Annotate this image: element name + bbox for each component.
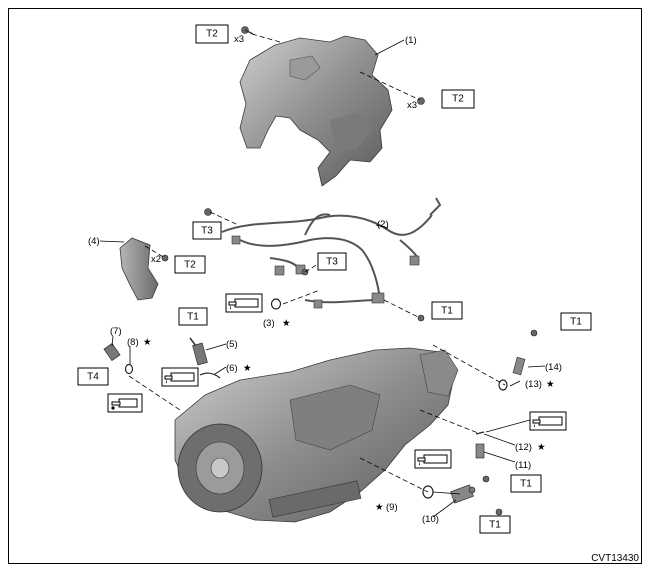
sensor-11 — [475, 443, 485, 459]
grease-gun-icon — [161, 367, 199, 387]
callout-11: (11) — [515, 460, 531, 471]
callout-10: (10) — [422, 514, 439, 525]
torque-box-t3-b: T3 — [317, 252, 347, 271]
callout-6: (6) — [226, 363, 238, 374]
grease-gun-icon — [529, 411, 567, 431]
torque-label: T2 — [184, 260, 196, 271]
torque-label: T4 — [87, 372, 99, 383]
qty-label: x3 — [407, 100, 417, 111]
callout-3: (3) — [263, 318, 275, 329]
gasket-13 — [498, 379, 508, 391]
callout-12: (12) — [515, 442, 532, 453]
torque-label: T2 — [452, 94, 464, 105]
torque-label: T1 — [520, 479, 532, 490]
wire-harness — [221, 197, 442, 304]
torque-box-t4: T4 — [77, 367, 109, 386]
callout-13-star: ★ — [546, 379, 555, 390]
torque-box-t1-harness: T1 — [431, 301, 463, 320]
heat-insulator-shield — [239, 35, 393, 187]
torque-box-t2-right: T2 — [441, 89, 475, 109]
callout-9: (9) — [386, 502, 398, 513]
torque-box-t1-bottom: T1 — [479, 515, 511, 534]
callout-6-star: ★ — [243, 363, 252, 374]
torque-box-t1-sensor5: T1 — [178, 307, 208, 326]
torque-label: T1 — [570, 317, 582, 328]
callout-4: (4) — [88, 236, 100, 247]
bolt-t2-right — [417, 97, 425, 105]
figure-code: CVT13430 — [591, 553, 639, 564]
transmission-assembly — [174, 347, 459, 523]
figure-frame — [8, 8, 642, 564]
sensor-5 — [189, 337, 208, 366]
bolt-harness-t1 — [417, 314, 425, 322]
torque-box-t2-bracket: T2 — [174, 255, 206, 274]
callout-8-star: ★ — [143, 337, 152, 348]
torque-label: T1 — [441, 306, 453, 317]
bracket — [119, 237, 159, 301]
torque-box-t3-a: T3 — [192, 221, 222, 240]
callout-5: (5) — [226, 339, 238, 350]
sensor-14 — [512, 356, 526, 376]
o-ring-12 — [475, 431, 485, 435]
torque-label: T1 — [489, 520, 501, 531]
grease-gun-icon — [414, 449, 452, 469]
bolt-t1-bottom — [495, 508, 503, 516]
torque-label: T3 — [201, 226, 213, 237]
gasket-8 — [124, 363, 134, 375]
qty-label: x3 — [234, 34, 244, 45]
harness-connectors — [231, 235, 420, 309]
grease-gun-icon — [225, 293, 263, 313]
torque-box-t1-lower: T1 — [510, 474, 542, 493]
callout-3-star: ★ — [282, 318, 291, 329]
bolt-t1-right — [530, 329, 538, 337]
callout-9-star: ★ — [375, 502, 384, 513]
bolt-t2-top — [241, 26, 254, 35]
o-ring-6 — [199, 372, 221, 379]
bolt-t2-bracket — [161, 254, 169, 262]
torque-box-t1-right: T1 — [560, 312, 592, 331]
qty-label: x2 — [151, 254, 161, 265]
callout-2: (2) — [377, 219, 389, 230]
callout-13: (13) — [525, 379, 542, 390]
torque-box-t2-top: T2 — [195, 24, 229, 44]
torque-label: T2 — [206, 29, 218, 40]
torque-label: T3 — [326, 257, 338, 268]
leader-lines — [99, 33, 546, 518]
torque-label: T1 — [187, 312, 199, 323]
bolt-t1-lower — [482, 475, 490, 483]
callout-1: (1) — [405, 35, 417, 46]
sensor-10 — [450, 484, 476, 504]
gasket-3 — [270, 298, 282, 310]
plug-7 — [103, 342, 121, 362]
callout-8: (8) — [127, 337, 139, 348]
callout-14: (14) — [545, 362, 562, 373]
bolt-t3-a — [204, 208, 212, 216]
callout-12-star: ★ — [537, 442, 546, 453]
oil-can-icon — [107, 393, 143, 413]
callout-7: (7) — [110, 326, 122, 337]
